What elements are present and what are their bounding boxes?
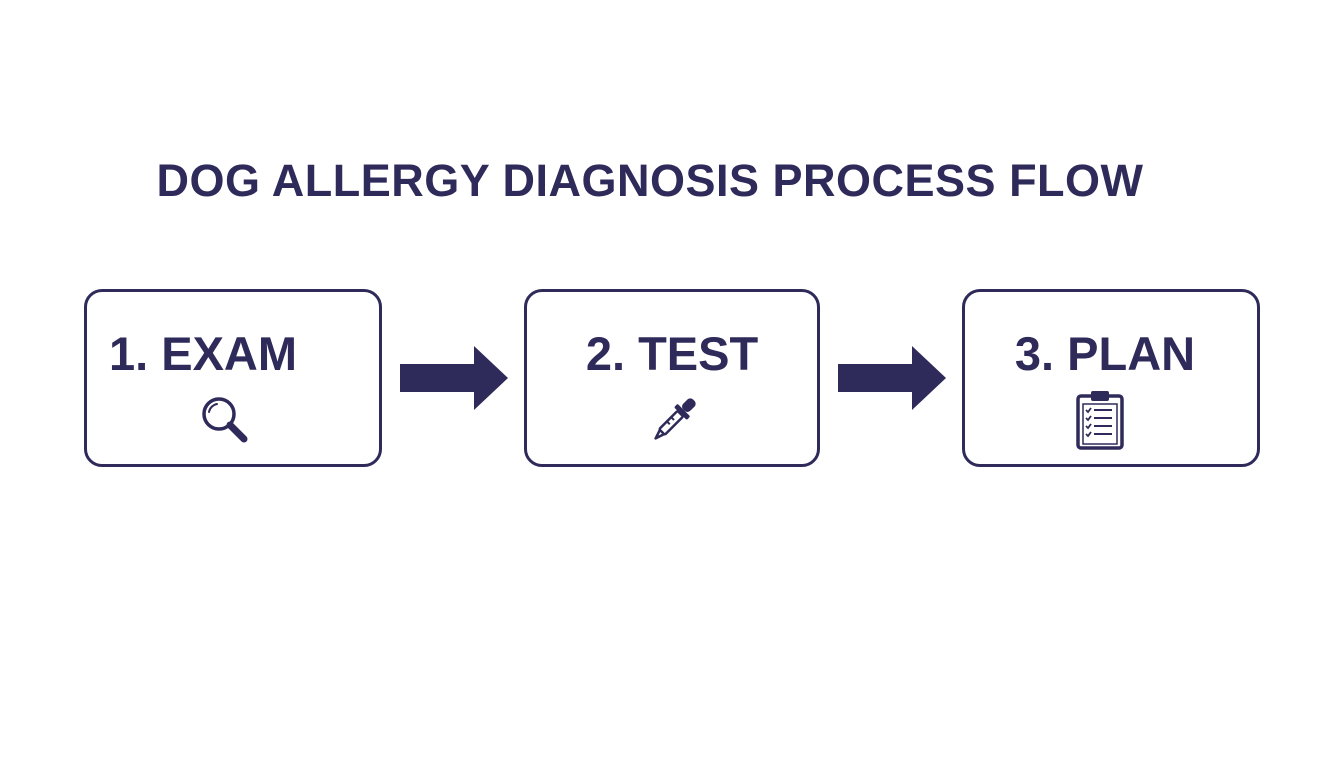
- dropper-icon: [644, 390, 704, 450]
- right-arrow-icon: [400, 346, 510, 410]
- step-plan-label: 3. PLAN: [1014, 327, 1196, 380]
- diagram-title: DOG ALLERGY DIAGNOSIS PROCESS FLOW: [156, 155, 1144, 206]
- step-exam-label: 1. EXAM: [108, 327, 298, 380]
- clipboard-checklist-icon: [1070, 390, 1130, 450]
- step-test-box: 2. TEST: [524, 289, 820, 467]
- magnifying-glass-icon: [195, 390, 255, 450]
- step-exam-box: 1. EXAM: [84, 289, 382, 467]
- step-test-label: 2. TEST: [585, 327, 759, 380]
- right-arrow-icon: [838, 346, 948, 410]
- step-plan-box: 3. PLAN: [962, 289, 1260, 467]
